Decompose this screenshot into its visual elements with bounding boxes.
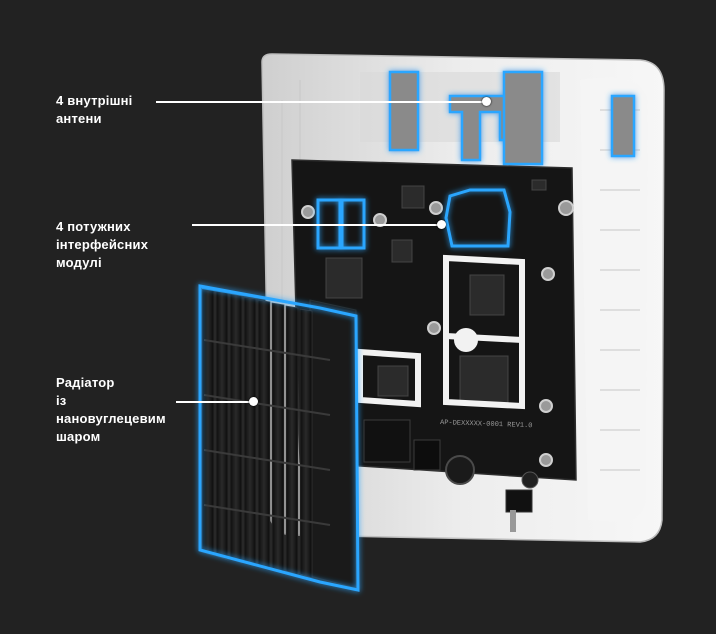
antennas	[388, 70, 636, 166]
ports	[363, 419, 539, 532]
callout-antennas-dot	[482, 97, 491, 106]
callout-heatsink-label: Радіатор із нановуглецевим шаром	[56, 375, 166, 444]
heatsink	[198, 284, 360, 592]
callout-antennas-label: 4 внутрішні антени	[56, 93, 133, 126]
callout-antennas-line	[156, 101, 486, 103]
callout-modules-dot	[437, 220, 446, 229]
pcb-board: AP-DEXXXXX-0001 REV1.0	[291, 159, 577, 532]
callout-heatsink-line	[176, 401, 254, 403]
callout-modules-label: 4 потужних інтерфейсних модулі	[56, 219, 149, 270]
callout-heatsink-dot	[249, 397, 258, 406]
callout-modules-line	[192, 224, 442, 226]
pcb-model-text: AP-DEXXXXX-0001 REV1.0	[440, 419, 533, 430]
